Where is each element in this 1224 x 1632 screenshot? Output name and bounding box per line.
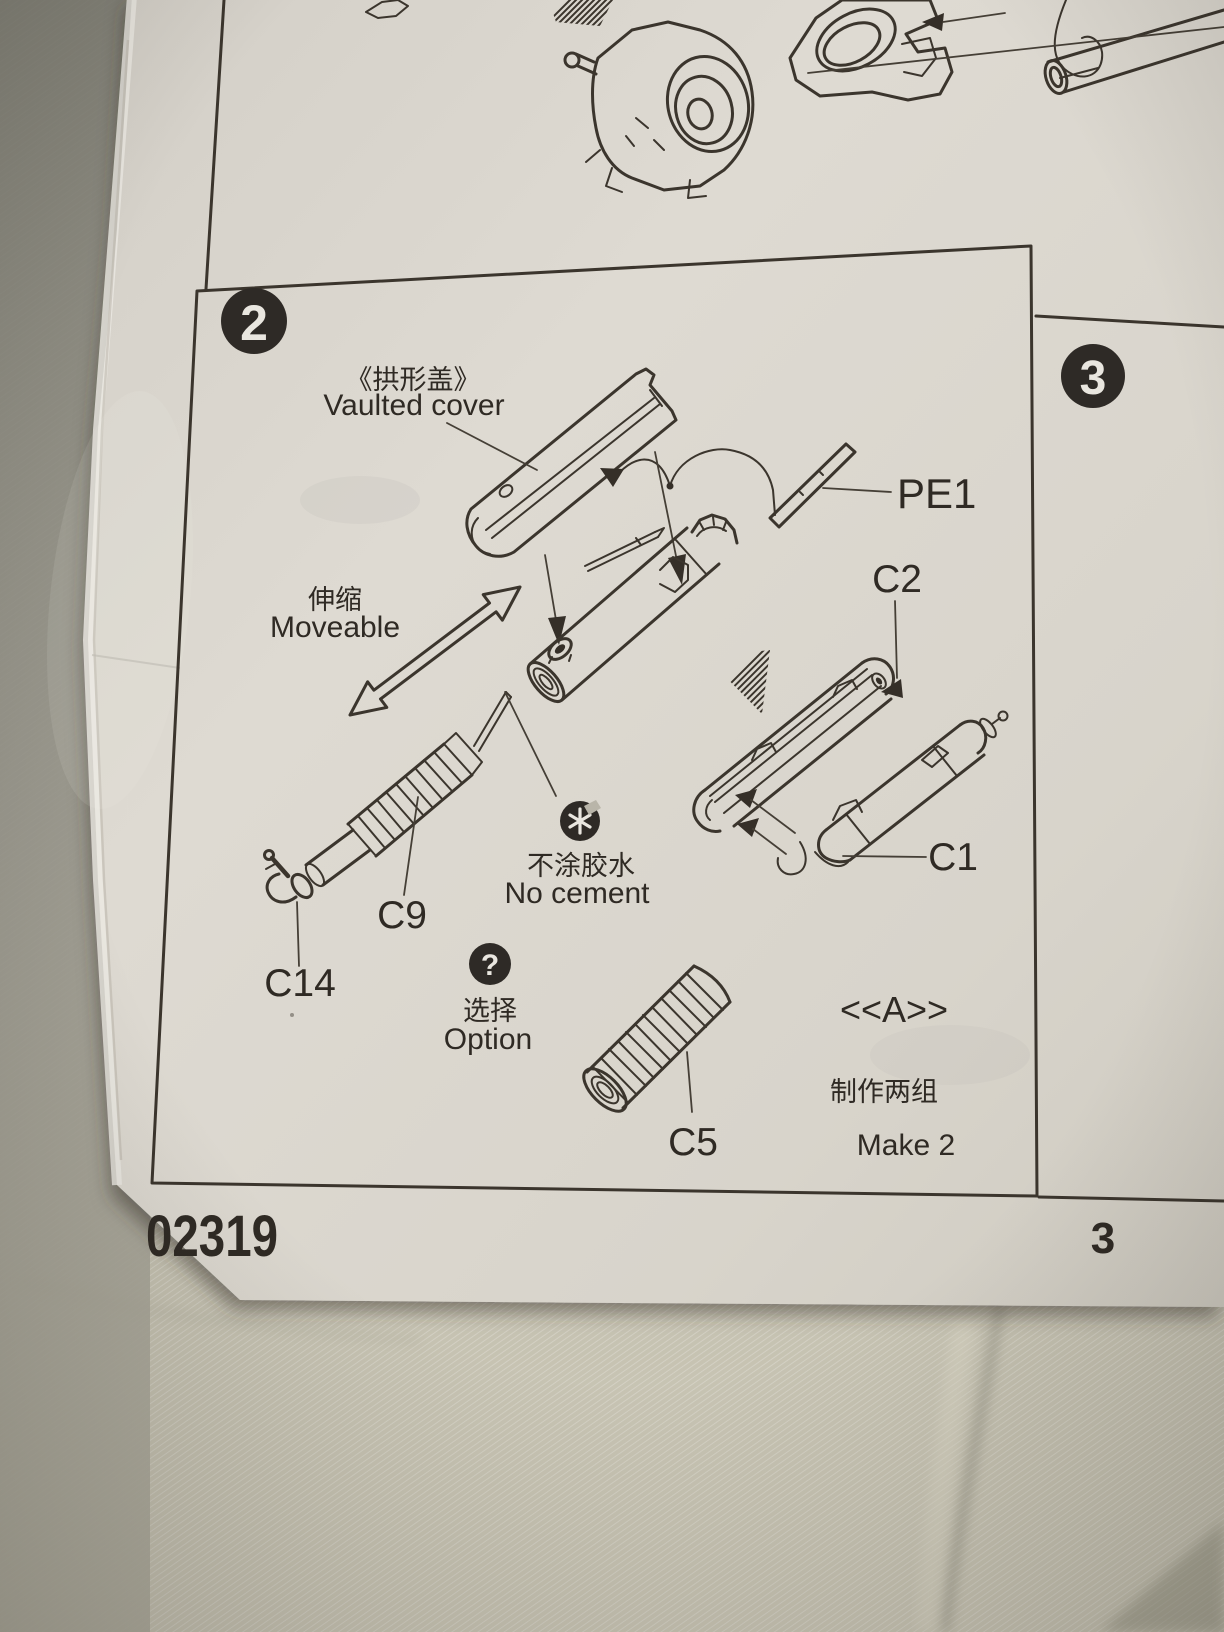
part-label-c5: C5 xyxy=(668,1121,718,1164)
option-label-cn: 选择 xyxy=(463,996,517,1026)
kit-number: 02319 xyxy=(146,1204,278,1269)
part-label-c9: C9 xyxy=(377,894,427,937)
make-qty-label-cn: 制作两组 xyxy=(830,1077,938,1107)
no-cement-label-en: No cement xyxy=(504,877,650,910)
step-2-number: 2 xyxy=(240,295,268,351)
part-label-pe1: PE1 xyxy=(897,470,976,517)
paper-speck xyxy=(290,1013,294,1017)
instruction-page xyxy=(88,0,1224,1307)
option-label-en: Option xyxy=(444,1023,532,1056)
part-label-c1: C1 xyxy=(928,836,978,879)
part-label-c2: C2 xyxy=(872,558,922,601)
step-3-number: 3 xyxy=(1080,352,1107,405)
make-qty-label-en: Make 2 xyxy=(857,1129,955,1162)
wire-attach-dot xyxy=(666,482,674,490)
vaulted-cover-label-en: Vaulted cover xyxy=(323,389,504,422)
option-question-mark: ? xyxy=(481,949,499,982)
option-icon: ? xyxy=(469,943,511,985)
assembly-ref-label: <<A>> xyxy=(840,989,948,1030)
c1-leader xyxy=(842,855,927,858)
part-label-c14: C14 xyxy=(264,962,336,1005)
moveable-label-en: Moveable xyxy=(270,611,400,644)
paper-sheet xyxy=(47,0,1224,1307)
page-number: 3 xyxy=(1091,1214,1115,1263)
print-showthrough-smudge xyxy=(300,476,420,524)
